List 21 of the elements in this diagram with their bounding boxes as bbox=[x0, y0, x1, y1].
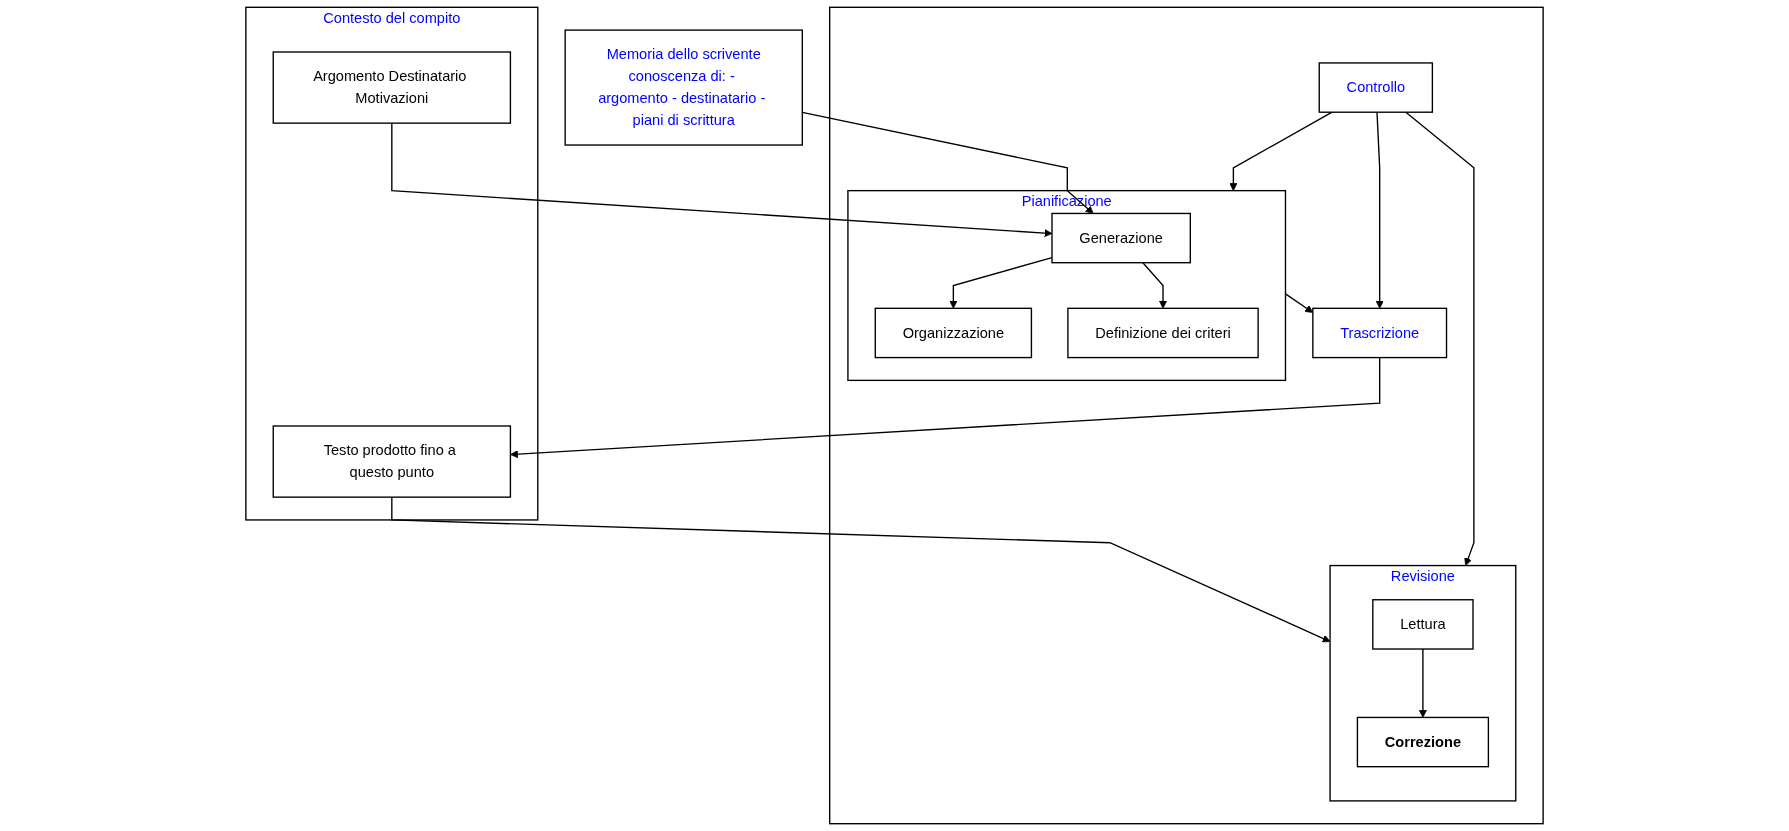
node-box: Argomento Destinatario Motivazioni bbox=[272, 51, 512, 124]
node-box: Definizione dei criteri bbox=[1067, 307, 1259, 359]
arrow bbox=[1375, 111, 1384, 309]
arrow bbox=[510, 356, 1381, 459]
arrow bbox=[1405, 111, 1475, 566]
node-box: Generazione bbox=[1051, 212, 1191, 264]
arrow bbox=[949, 256, 1053, 309]
node-box: Lettura bbox=[1372, 599, 1474, 650]
arrow bbox=[1418, 648, 1427, 718]
node-box: Memoria dello scrivente conoscenza di: - argomento - destinatario - piani di scrittura bbox=[564, 29, 803, 146]
arrow bbox=[391, 496, 1331, 643]
arrow bbox=[1142, 262, 1168, 309]
cluster bbox=[829, 6, 1544, 825]
node-box: Organizzazione bbox=[874, 307, 1033, 359]
node-box: Testo prodotto fino a questo punto bbox=[272, 425, 512, 498]
node-box: Trascrizione bbox=[1312, 307, 1448, 359]
arrow bbox=[1284, 293, 1314, 313]
arrow bbox=[391, 122, 1053, 238]
node-box: Correzione bbox=[1356, 716, 1490, 768]
node-box: Controllo bbox=[1318, 62, 1434, 113]
arrow bbox=[1229, 111, 1333, 191]
